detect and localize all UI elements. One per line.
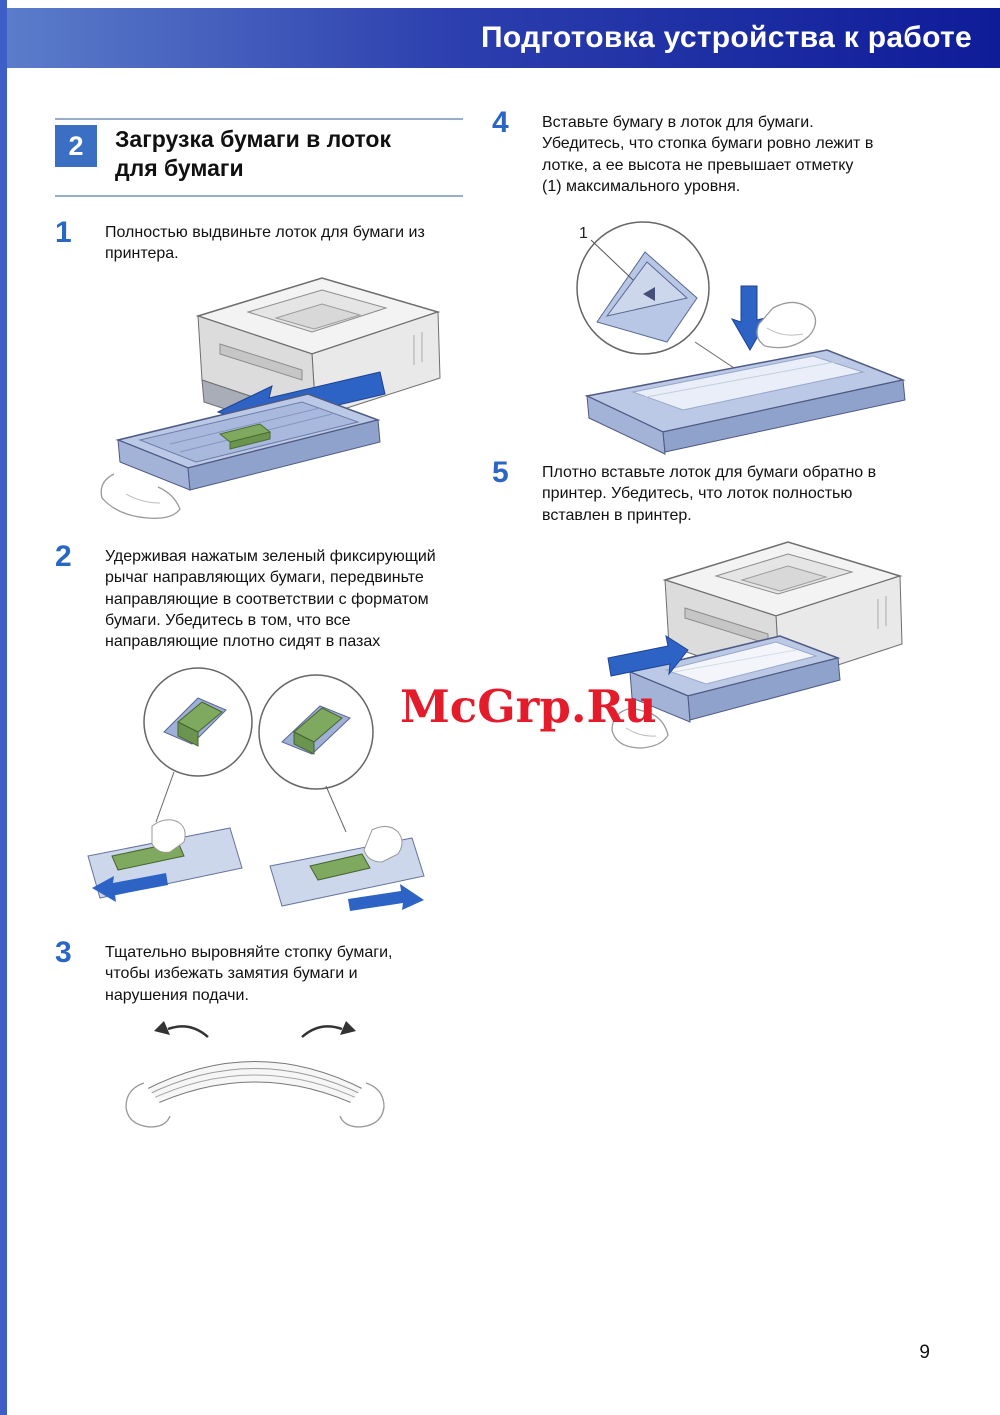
figure-step2-drawing — [87, 667, 425, 911]
fan-arrows-icon — [154, 1021, 356, 1038]
callout-circle-right — [258, 674, 374, 833]
step-1-text: Полностью выдвиньте лоток для бумаги из … — [105, 224, 425, 263]
paper-tray — [627, 635, 841, 723]
callout-circle-left — [143, 667, 253, 823]
step-1: 1 Полностью выдвиньте лоток для бумаги и… — [55, 218, 445, 265]
slide-right-arrow-icon — [348, 884, 424, 911]
page-header-title: Подготовка устройства к работе — [480, 21, 972, 54]
figure-step1-drawing — [100, 277, 441, 519]
figure-step3-drawing — [125, 1021, 385, 1128]
step-4-text: Вставьте бумагу в лоток для бумаги. Убед… — [542, 114, 874, 195]
step-4: 4 Вставьте бумагу в лоток для бумаги. Уб… — [492, 106, 874, 197]
figure-step4-load-paper: 1 — [545, 200, 920, 460]
hand — [100, 473, 181, 519]
paper-stack — [144, 1061, 366, 1110]
step-2-number: 2 — [55, 540, 72, 573]
section-heading: 2 Загрузка бумаги в лоток для бумаги — [55, 118, 463, 197]
step-1-number: 1 — [55, 216, 72, 249]
figure-step1-pull-out-tray — [70, 262, 470, 537]
step-5: 5 Плотно вставьте лоток для бумаги обрат… — [492, 458, 910, 526]
step-3-number: 3 — [55, 936, 72, 969]
slide-left-arrow-icon — [92, 873, 168, 902]
step-3-text: Тщательно выровняйте стопку бумаги, чтоб… — [105, 944, 393, 1004]
figure-step3-fan-paper — [110, 1005, 400, 1135]
left-edge-bar — [0, 0, 7, 1415]
step-5-number: 5 — [492, 456, 509, 489]
paper-tray — [115, 393, 381, 491]
page-number: 9 — [919, 1342, 930, 1363]
max-level-mark — [643, 287, 655, 301]
step-3: 3 Тщательно выровняйте стопку бумаги, чт… — [55, 938, 435, 1006]
section-number-badge: 2 — [55, 125, 97, 167]
page-header: Подготовка устройства к работе — [7, 8, 1000, 68]
step-4-number: 4 — [492, 106, 509, 139]
callout-number: 1 — [579, 225, 588, 242]
hand — [756, 301, 817, 349]
adjust-guide-left-scene — [87, 819, 243, 902]
insert-arrow-icon — [607, 634, 689, 677]
step-2-text: Удерживая нажатым зеленый фиксирующий ры… — [105, 548, 436, 651]
right-hand — [339, 1082, 385, 1128]
step-2: 2 Удерживая нажатым зеленый фиксирующий … — [55, 540, 457, 652]
section-title: Загрузка бумаги в лоток для бумаги — [115, 126, 391, 181]
figure-step5-drawing — [607, 541, 903, 749]
adjust-guide-right-scene — [269, 826, 425, 911]
figure-step5-insert-tray — [570, 522, 915, 772]
left-hand — [125, 1082, 171, 1128]
max-level-callout: 1 — [576, 221, 710, 355]
figure-step4-drawing: 1 — [576, 221, 906, 455]
step-5-text: Плотно вставьте лоток для бумаги обратно… — [542, 464, 877, 524]
figure-step2-adjust-guides — [80, 660, 430, 935]
hand — [611, 707, 669, 749]
tray-with-paper — [584, 349, 906, 455]
watermark: McGrp.Ru — [400, 680, 657, 733]
